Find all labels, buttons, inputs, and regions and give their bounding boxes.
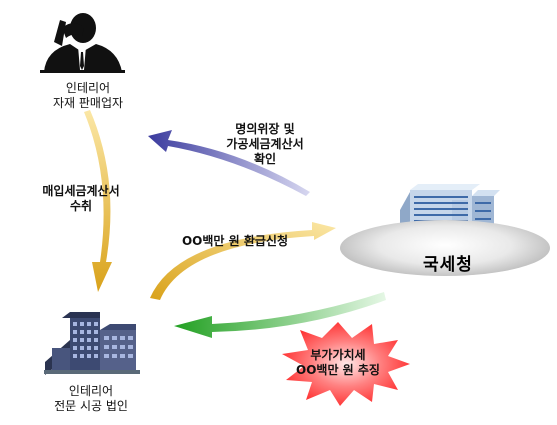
verify-label-line2: 가공세금계산서 <box>226 137 304 151</box>
contractor-label-line2: 전문 시공 법인 <box>54 399 128 413</box>
verify-label-line3: 확인 <box>253 152 277 166</box>
office-building-icon <box>44 312 140 375</box>
nts-name: 국세청 <box>423 255 473 275</box>
contractor-label-line1: 인테리어 <box>68 384 114 398</box>
supplier-label-line1: 인테리어 <box>65 81 111 95</box>
verify-label: 명의위장 및 가공세금계산서 확인 <box>200 122 330 167</box>
nts-oval <box>340 220 550 276</box>
verify-arrow <box>148 130 310 196</box>
contractor-label: 인테리어 전문 시공 법인 <box>36 384 146 414</box>
refund-claim-label: OO백만 원 환급신청 <box>160 234 310 249</box>
receive-invoice-label: 매입세금계산서 수취 <box>16 184 146 214</box>
assessment-label-line1: 부가가치세 <box>310 348 366 362</box>
assessment-label: 부가가치세 OO백만 원 추징 <box>278 348 398 378</box>
assessment-label-line2: OO백만 원 추징 <box>296 363 380 377</box>
businessman-icon <box>40 13 125 73</box>
receive-invoice-label-line1: 매입세금계산서 <box>42 184 120 198</box>
assessment-burst <box>282 322 410 406</box>
refund-claim-arrow <box>150 222 336 300</box>
verify-label-line1: 명의위장 및 <box>235 122 295 136</box>
supplier-label: 인테리어 자재 판매업자 <box>38 81 138 111</box>
refund-claim-label-line1: OO백만 원 환급신청 <box>181 234 289 248</box>
receive-invoice-label-line2: 수취 <box>69 199 93 213</box>
assessment-arrow <box>174 292 386 338</box>
receive-invoice-arrow <box>84 110 112 292</box>
supplier-label-line2: 자재 판매업자 <box>52 96 124 110</box>
